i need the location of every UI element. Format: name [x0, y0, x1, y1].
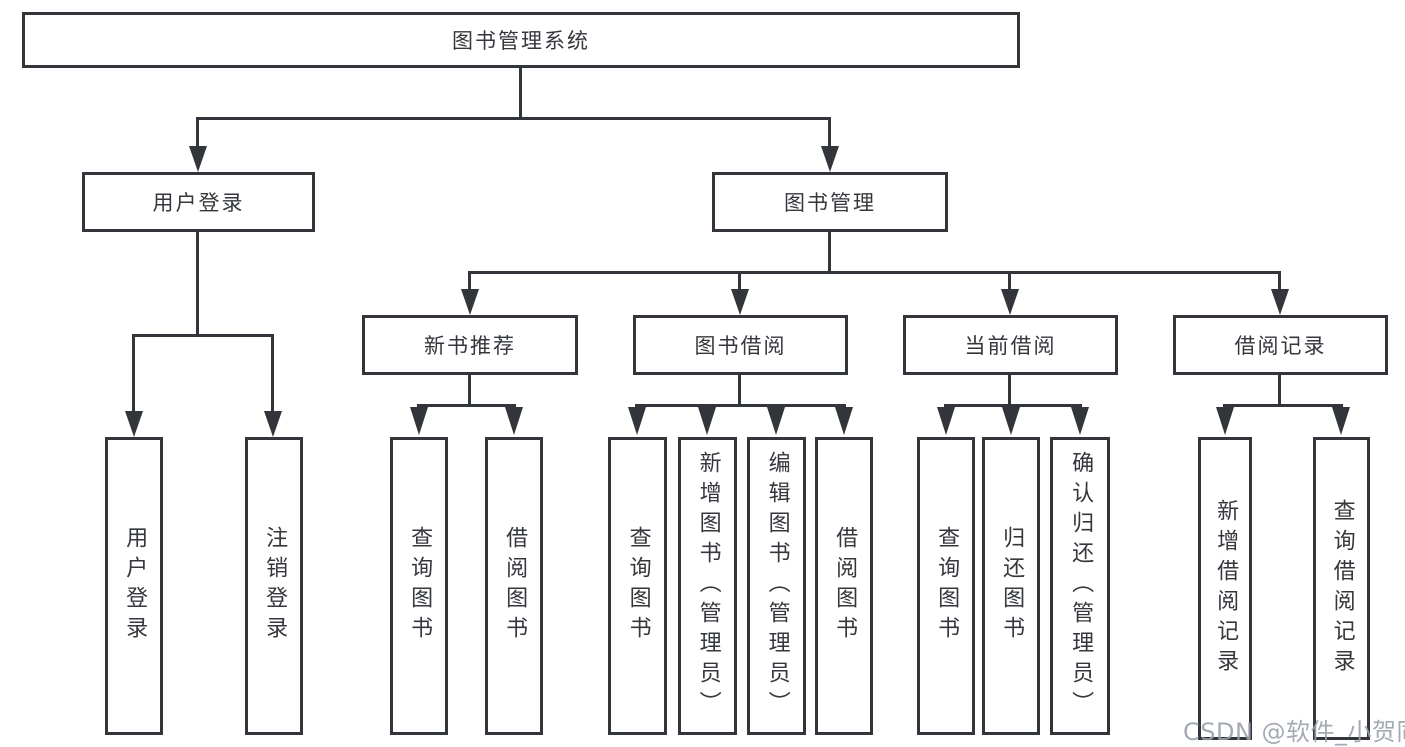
leaf-confirm-return-admin-label: 确认归还（管理员）: [1068, 451, 1094, 721]
leaf-add-books-admin: 新增图书（管理员）: [678, 437, 737, 735]
connector-root-hbar: [196, 117, 831, 120]
connector-records-hbar: [1223, 404, 1343, 407]
connector-level3-drop: [468, 271, 471, 292]
node-user-login-label: 用户登录: [152, 191, 245, 215]
arrow-down-icon: [264, 411, 282, 437]
arrow-down-icon: [1071, 407, 1089, 435]
leaf-logout-label: 注销登录: [262, 526, 288, 646]
connector-current-hbar: [944, 404, 1082, 407]
node-new-book-recommend: 新书推荐: [362, 315, 578, 375]
node-borrow-records: 借阅记录: [1173, 315, 1388, 375]
leaf-query-borrow-record-label: 查询借阅记录: [1329, 498, 1355, 679]
arrow-down-icon: [698, 407, 716, 435]
leaf-logout: 注销登录: [245, 437, 303, 735]
arrow-down-icon: [821, 146, 839, 172]
arrow-down-icon: [505, 407, 523, 435]
arrow-down-icon: [835, 407, 853, 435]
connector-recommend-stem: [468, 375, 471, 407]
arrow-down-icon: [937, 407, 955, 435]
leaf-confirm-return-admin: 确认归还（管理员）: [1050, 437, 1110, 735]
leaf-recommend-query-books-label: 查询图书: [407, 526, 433, 646]
leaf-user-login: 用户登录: [105, 437, 163, 735]
connector-book-mgmt-hbar: [468, 271, 1281, 274]
leaf-borrow-query-books: 查询图书: [608, 437, 667, 735]
leaf-edit-books-admin: 编辑图书（管理员）: [747, 437, 806, 735]
arrow-down-icon: [410, 407, 428, 435]
leaf-recommend-query-books: 查询图书: [390, 437, 448, 735]
arrow-down-icon: [125, 411, 143, 437]
leaf-add-borrow-record-label: 新增借阅记录: [1213, 498, 1239, 679]
connector-root-stem: [519, 68, 522, 118]
connector-borrow-stem: [738, 375, 741, 407]
connector-user-login-stem: [196, 232, 199, 336]
node-book-management: 图书管理: [712, 172, 948, 232]
arrow-down-icon: [1002, 407, 1020, 435]
arrow-down-icon: [767, 407, 785, 435]
connector-leaf-drop: [271, 334, 274, 413]
leaf-borrow-query-books-label: 查询图书: [625, 526, 651, 646]
node-root: 图书管理系统: [22, 12, 1020, 68]
leaf-edit-books-admin-label: 编辑图书（管理员）: [764, 451, 790, 721]
arrow-down-icon: [189, 146, 207, 172]
leaf-current-query-books-label: 查询图书: [934, 526, 960, 646]
node-new-book-recommend-label: 新书推荐: [424, 334, 516, 358]
connector-user-login-hbar: [132, 334, 274, 337]
leaf-add-borrow-record: 新增借阅记录: [1198, 437, 1252, 740]
watermark: CSDN @软件_小贺同学: [1183, 718, 1405, 746]
leaf-add-books-admin-label: 新增图书（管理员）: [695, 451, 721, 721]
connector-borrow-hbar: [635, 404, 846, 407]
node-user-login: 用户登录: [82, 172, 315, 232]
node-root-label: 图书管理系统: [452, 29, 590, 53]
arrow-down-icon: [1216, 407, 1234, 435]
arrow-down-icon: [461, 289, 479, 315]
arrow-down-icon: [731, 289, 749, 315]
arrow-down-icon: [1001, 289, 1019, 315]
node-current-borrow: 当前借阅: [903, 315, 1118, 375]
node-borrow-records-label: 借阅记录: [1234, 334, 1327, 358]
connector-leaf-drop: [132, 334, 135, 413]
node-book-borrow: 图书借阅: [633, 315, 848, 375]
connector-level3-drop: [738, 271, 741, 292]
leaf-borrow-books-label: 借阅图书: [832, 526, 858, 646]
connector-user-login-drop: [196, 117, 199, 149]
node-book-borrow-label: 图书借阅: [694, 334, 787, 358]
connector-book-mgmt-drop: [828, 117, 831, 149]
node-book-management-label: 图书管理: [784, 191, 876, 215]
leaf-query-borrow-record: 查询借阅记录: [1313, 437, 1370, 740]
node-current-borrow-label: 当前借阅: [964, 334, 1057, 358]
connector-recommend-hbar: [417, 404, 516, 407]
arrow-down-icon: [1271, 289, 1289, 315]
arrow-down-icon: [628, 407, 646, 435]
leaf-recommend-borrow-books-label: 借阅图书: [502, 526, 528, 646]
connector-current-stem: [1008, 375, 1011, 407]
leaf-current-query-books: 查询图书: [917, 437, 975, 735]
connector-level3-drop: [1278, 271, 1281, 292]
connector-book-mgmt-stem: [828, 232, 831, 273]
leaf-borrow-books: 借阅图书: [815, 437, 873, 735]
leaf-user-login-label: 用户登录: [122, 526, 148, 646]
leaf-recommend-borrow-books: 借阅图书: [485, 437, 543, 735]
connector-level3-drop: [1008, 271, 1011, 292]
leaf-return-books-label: 归还图书: [999, 526, 1025, 646]
connector-records-stem: [1278, 375, 1281, 407]
arrow-down-icon: [1332, 407, 1350, 435]
leaf-return-books: 归还图书: [982, 437, 1040, 735]
